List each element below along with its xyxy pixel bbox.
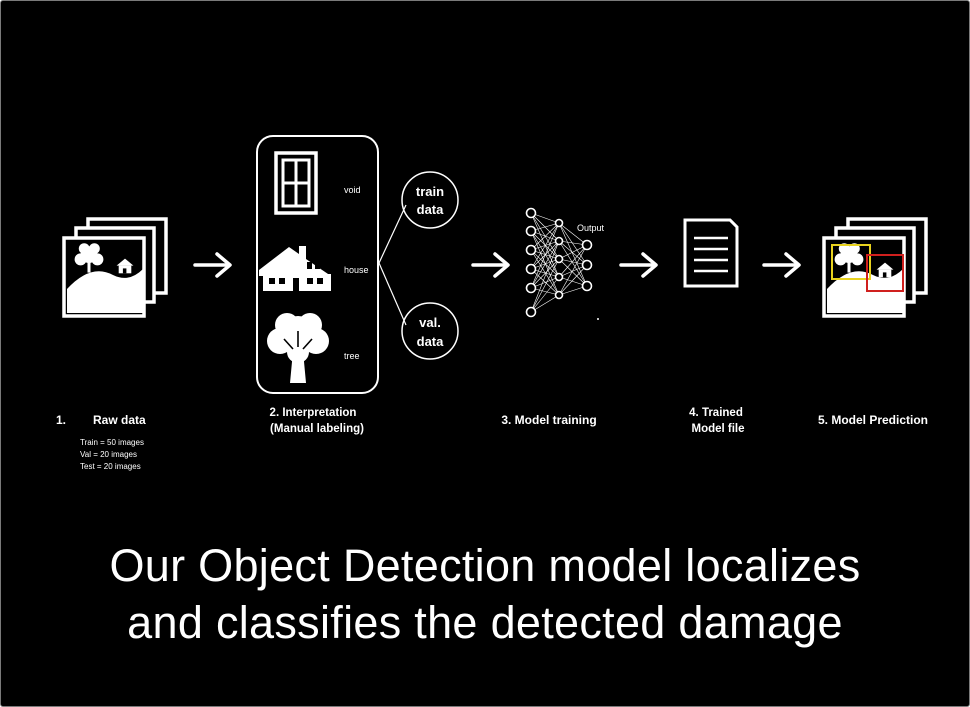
val-data-line2: data — [417, 334, 445, 349]
raw-data-images-icon — [62, 217, 168, 318]
step1-label: Raw data — [93, 413, 146, 427]
class-label-void: void — [344, 185, 361, 195]
train-data-line1: train — [416, 184, 444, 199]
raw-detail-test: Test = 20 images — [80, 462, 141, 471]
train-data-line2: data — [417, 202, 445, 217]
caption: Our Object Detection model localizes and… — [1, 537, 969, 651]
pipeline-diagram: void house tree — [56, 135, 928, 471]
prediction-images-icon — [822, 217, 928, 318]
step4-label-line2: Model file — [691, 423, 744, 435]
step5-label: 5. Model Prediction — [818, 413, 928, 427]
labeling-panel — [256, 135, 379, 394]
detection-box-house — [866, 254, 904, 292]
neural-network-icon — [525, 207, 599, 320]
tree-icon — [267, 313, 329, 383]
house-icon — [259, 246, 331, 291]
arrow-right-icon — [619, 252, 658, 278]
step1-number: 1. — [56, 413, 66, 427]
step4-label-line1: 4. Trained — [689, 407, 743, 419]
step2-label-line1: 2. Interpretation — [270, 407, 357, 419]
arrow-right-icon — [762, 252, 801, 278]
class-label-tree: tree — [344, 351, 360, 361]
raw-detail-train: Train = 50 images — [80, 438, 144, 447]
val-data-line1: val. — [419, 315, 441, 330]
caption-line2: and classifies the detected damage — [127, 597, 843, 648]
detection-box-tree — [831, 244, 871, 280]
window-icon — [274, 151, 318, 215]
document-icon — [683, 218, 739, 288]
step2-label-line2: (Manual labeling) — [270, 423, 364, 435]
step3-label: 3. Model training — [501, 413, 596, 427]
class-label-house: house — [344, 265, 369, 275]
arrow-right-icon — [471, 252, 510, 278]
output-label: Output — [577, 223, 605, 233]
raw-detail-val: Val = 20 images — [80, 450, 137, 459]
arrow-right-icon — [193, 252, 232, 278]
split-lines — [378, 204, 407, 326]
val-data-node: val. data — [401, 302, 459, 360]
caption-line1: Our Object Detection model localizes — [109, 540, 861, 591]
train-data-node: train data — [401, 171, 459, 229]
